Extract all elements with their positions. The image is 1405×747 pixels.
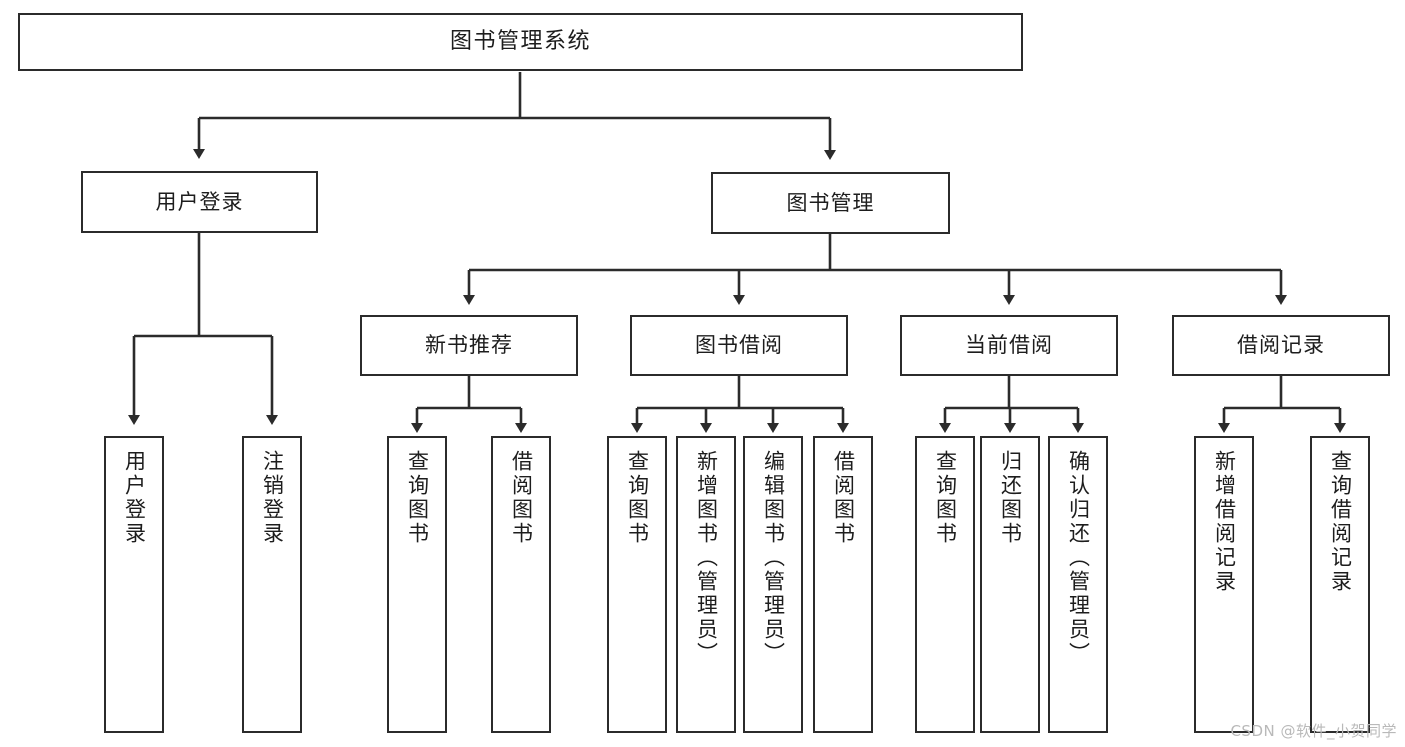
- node-label: 借阅记录: [1237, 333, 1325, 358]
- node-current-borrow[interactable]: 当前借阅: [900, 315, 1118, 376]
- node-leaf-confirm-return[interactable]: 确认归还（管理员）: [1048, 436, 1108, 733]
- node-label: 归还图书: [998, 450, 1023, 546]
- node-label: 查询图书: [933, 450, 958, 546]
- node-label: 当前借阅: [965, 333, 1053, 358]
- watermark-text: CSDN @软件_小贺同学: [1230, 722, 1397, 740]
- node-label: 用户登录: [122, 450, 147, 546]
- node-leaf-return-book[interactable]: 归还图书: [980, 436, 1040, 733]
- node-leaf-add-borrow-record[interactable]: 新增借阅记录: [1194, 436, 1254, 733]
- node-borrow-record[interactable]: 借阅记录: [1172, 315, 1390, 376]
- node-leaf-user-login[interactable]: 用户登录: [104, 436, 164, 733]
- node-label: 编辑图书（管理员）: [761, 450, 786, 666]
- node-new-book-recommendation[interactable]: 新书推荐: [360, 315, 578, 376]
- node-leaf-edit-book[interactable]: 编辑图书（管理员）: [743, 436, 803, 733]
- node-book-borrow[interactable]: 图书借阅: [630, 315, 848, 376]
- node-label: 查询图书: [625, 450, 650, 546]
- node-leaf-query-borrow-record[interactable]: 查询借阅记录: [1310, 436, 1370, 733]
- node-label: 图书管理: [786, 190, 875, 215]
- node-label: 借阅图书: [509, 450, 534, 546]
- node-label: 图书管理系统: [449, 29, 591, 55]
- node-label: 借阅图书: [831, 450, 856, 546]
- node-label: 查询借阅记录: [1328, 450, 1353, 594]
- node-label: 新书推荐: [425, 333, 513, 358]
- node-label: 新增图书（管理员）: [694, 450, 719, 666]
- node-leaf-borrow-book[interactable]: 借阅图书: [813, 436, 873, 733]
- node-user-login[interactable]: 用户登录: [81, 171, 318, 233]
- node-leaf-user-logout[interactable]: 注销登录: [242, 436, 302, 733]
- node-label: 查询图书: [405, 450, 430, 546]
- node-label: 图书借阅: [695, 333, 783, 358]
- node-leaf-query-book-borrow[interactable]: 查询图书: [607, 436, 667, 733]
- node-label: 用户登录: [155, 189, 244, 214]
- node-label: 注销登录: [260, 450, 285, 546]
- node-label: 新增借阅记录: [1212, 450, 1237, 594]
- node-leaf-add-book[interactable]: 新增图书（管理员）: [676, 436, 736, 733]
- node-leaf-borrow-book-rec[interactable]: 借阅图书: [491, 436, 551, 733]
- node-book-manage[interactable]: 图书管理: [711, 172, 950, 234]
- node-label: 确认归还（管理员）: [1066, 450, 1091, 666]
- node-leaf-query-book-rec[interactable]: 查询图书: [387, 436, 447, 733]
- node-root-system[interactable]: 图书管理系统: [18, 13, 1023, 71]
- node-leaf-query-book-current[interactable]: 查询图书: [915, 436, 975, 733]
